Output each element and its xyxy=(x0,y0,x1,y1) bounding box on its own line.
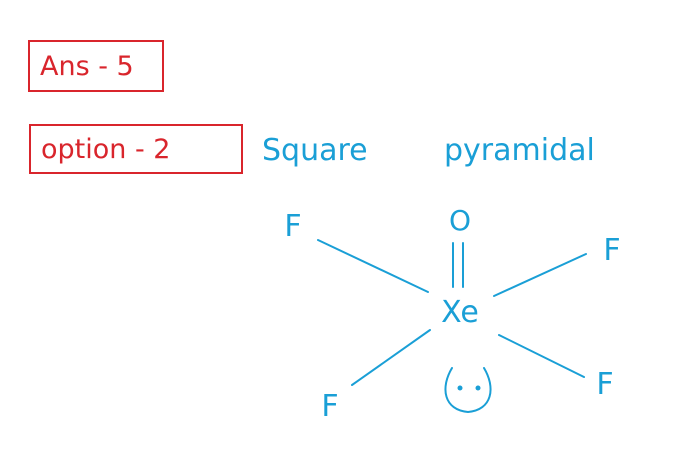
shape-word: Square xyxy=(262,133,368,168)
fluorine-top-left: F xyxy=(284,209,301,244)
fluorine-bottom-right: F xyxy=(596,367,613,402)
oxygen-atom: O xyxy=(449,204,471,237)
answer-box: Ans - 5 xyxy=(28,40,164,92)
bond-f-top-right xyxy=(493,253,587,297)
option-label: option - 2 xyxy=(41,133,171,165)
option-box: option - 2 xyxy=(29,124,243,174)
bond-f-bottom-left xyxy=(351,329,431,386)
shape-name: pyramidal xyxy=(444,133,595,168)
lone-pair-electron-1 xyxy=(457,385,463,391)
lone-pair-orbital xyxy=(444,367,492,414)
xenon-atom: Xe xyxy=(441,295,479,330)
lone-pair-electron-2 xyxy=(475,385,481,391)
answer-label: Ans - 5 xyxy=(40,50,134,82)
bond-f-top-left xyxy=(317,239,429,293)
fluorine-top-right: F xyxy=(603,233,620,268)
fluorine-bottom-left: F xyxy=(321,389,338,424)
bond-f-bottom-right xyxy=(498,334,585,378)
